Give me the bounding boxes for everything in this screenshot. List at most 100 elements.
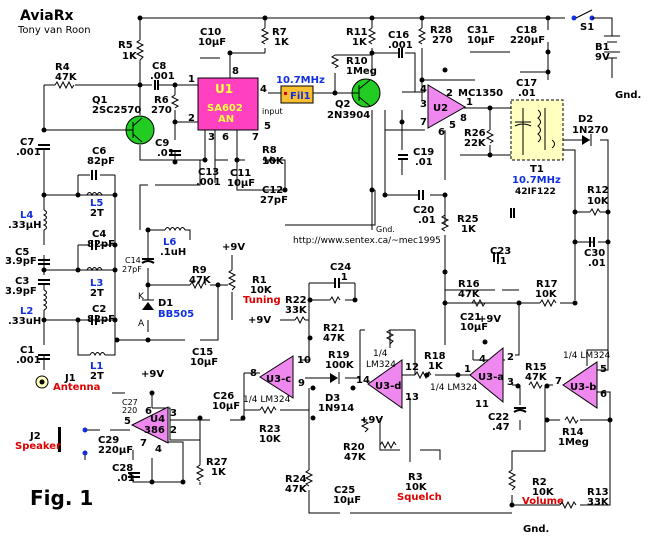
ic-u4: U4 386 2 3 4 5 6 7 — [124, 406, 177, 455]
j1-ref: J1 — [64, 373, 76, 384]
r21-ref: R21 — [323, 323, 345, 334]
supply-labels: +9V +9V +9V +9V +9V Gnd. Gnd. — [141, 225, 549, 535]
c1-value: .001 — [16, 355, 41, 366]
q2-ref: Q2 — [335, 99, 351, 110]
c15-ref: C15 — [192, 347, 213, 358]
c31-value: 10µF — [467, 35, 495, 46]
l2-ref: L2 — [20, 306, 33, 317]
d2-ref: D2 — [578, 114, 593, 125]
t1-freq: 10.7MHz — [512, 175, 561, 186]
vplus-u4: +9V — [141, 369, 164, 380]
r2-note-volume: Volume — [522, 496, 564, 507]
c8-ref: C8 — [152, 61, 166, 72]
r2-value: 10K — [532, 487, 555, 498]
r17-value: 10K — [535, 289, 558, 300]
u3-pin5: 5 — [600, 364, 607, 375]
c29-value: 220µF — [98, 445, 133, 456]
u3-pin4: 4 — [479, 354, 486, 365]
d1-cathode-label: K — [138, 292, 145, 302]
transformer-t1: T1 10.7MHz 42IF122 — [510, 99, 564, 197]
c28-value: .01 — [117, 473, 135, 484]
c7-ref: C7 — [20, 137, 34, 148]
u3-pin11: 11 — [475, 399, 489, 410]
u4-value: 386 — [144, 425, 165, 436]
r20-ref: R20 — [343, 442, 365, 453]
opamp-u3a: U3-a 1/4 LM324 — [430, 346, 504, 404]
u4-pin6: 6 — [145, 406, 152, 417]
u3-pin12: 12 — [405, 362, 419, 373]
fil1-ref: Fil1 — [290, 91, 311, 102]
c19-value: .01 — [415, 157, 433, 168]
u3-pin13: 13 — [405, 392, 419, 403]
opamp-u3b: U3-b 1/4 LM324 — [562, 351, 611, 409]
r23-value: 10K — [259, 434, 282, 445]
r22-value: 33K — [285, 305, 308, 316]
u2-pin1: 1 — [466, 97, 473, 108]
r3-value: 10K — [405, 482, 428, 493]
c13-ref: C13 — [198, 167, 219, 178]
s1-ref: S1 — [580, 22, 594, 33]
u2-pin7: 7 — [420, 117, 427, 128]
u2-pin2: 2 — [446, 88, 453, 99]
u2-pin8: 8 — [460, 113, 467, 124]
u1-pin8: 8 — [232, 66, 239, 77]
r13-value: 33K — [587, 497, 610, 508]
l1-ref: L1 — [90, 361, 103, 372]
c21-value: 10µF — [460, 322, 488, 333]
r1-value: 10K — [250, 285, 273, 296]
u1-part2: AN — [218, 114, 234, 125]
u4-pin4: 4 — [155, 444, 162, 455]
c2-ref: C2 — [92, 304, 106, 315]
coil-symbols — [42, 192, 186, 357]
r7-value: 1K — [274, 37, 290, 48]
l2-value: .33uH — [8, 316, 41, 327]
c26-value: 10µF — [212, 401, 240, 412]
resistor-zigzags — [54, 27, 601, 510]
r14-value: 1Meg — [558, 437, 589, 448]
r6-value: 270 — [151, 105, 172, 116]
l3-ref: L3 — [90, 278, 103, 289]
r27-ref: R27 — [206, 457, 228, 468]
c20-ref: C20 — [413, 205, 434, 216]
u3a-ref: U3-a — [478, 372, 504, 383]
author: Tony van Roon — [17, 25, 91, 36]
c25-ref: C25 — [334, 485, 355, 496]
u3d-value-2: LM324 — [366, 360, 396, 370]
d2-value: 1N270 — [572, 125, 608, 136]
r6-ref: R6 — [154, 95, 169, 106]
c9-value: .01 — [157, 148, 175, 159]
switch-s1: S1 — [571, 9, 613, 36]
r10-ref: R10 — [346, 56, 368, 67]
c12-value: 27pF — [260, 195, 288, 206]
c10-ref: C10 — [200, 27, 221, 38]
r2-ref: R2 — [532, 477, 547, 488]
fil1-input-label: input — [262, 107, 283, 116]
r24-value: 47K — [285, 484, 308, 495]
c30-value: .01 — [588, 258, 606, 269]
d1-anode-label: A — [138, 319, 145, 329]
u3d-value-1: 1/4 — [373, 349, 388, 359]
c16-ref: C16 — [388, 30, 409, 41]
u3-pin10: 10 — [297, 355, 311, 366]
u3-pin7: 7 — [555, 376, 562, 387]
c7-value: .001 — [16, 147, 41, 158]
c15-value: 10µF — [190, 357, 218, 368]
u1-pin2: 2 — [188, 113, 195, 124]
c16-value: .001 — [388, 40, 413, 51]
c5-value: 3.9pF — [5, 256, 37, 267]
r5-value: 1K — [122, 51, 138, 62]
r19-value: 100K — [325, 360, 355, 371]
d1-value: BB505 — [158, 309, 194, 320]
l3-value: 2T — [90, 288, 104, 299]
figure-label: Fig. 1 — [30, 486, 93, 510]
c25-value: 10µF — [333, 495, 361, 506]
u3-pin6: 6 — [600, 389, 607, 400]
filter-fil1: Fil1 10.7MHz input — [262, 75, 325, 116]
c18-value: 220µF — [510, 35, 545, 46]
opamp-u3d: U3-d 1/4 LM324 — [366, 349, 403, 409]
jack-j2: J2 Speaker — [15, 427, 88, 456]
u3c-ref: U3-c — [266, 374, 291, 385]
c24-value: .1 — [337, 272, 348, 283]
j1-note: Antenna — [53, 382, 100, 393]
